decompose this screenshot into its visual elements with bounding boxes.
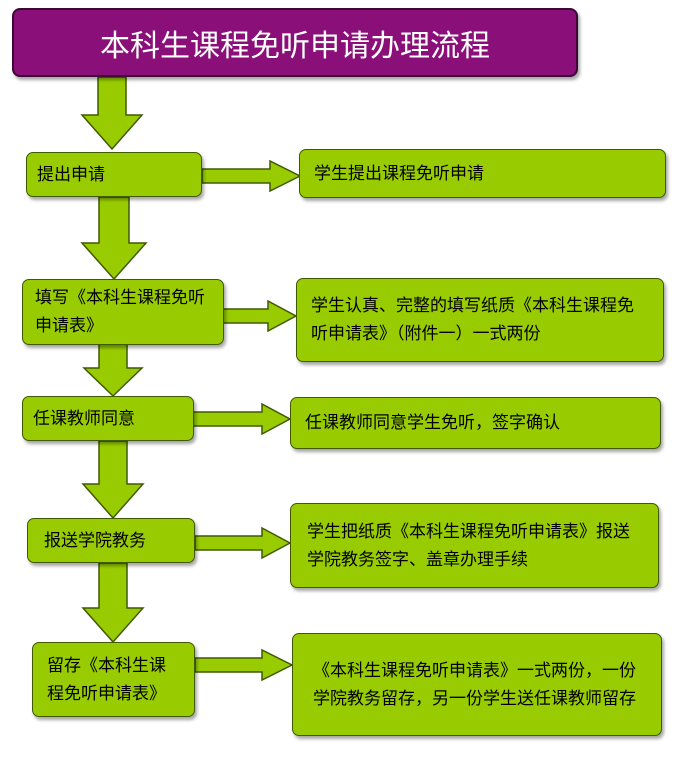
step-label-4: 报送学院教务 — [44, 530, 146, 551]
flowchart-title: 本科生课程免听申请办理流程 — [12, 8, 578, 77]
flowchart-title-text: 本科生课程免听申请办理流程 — [100, 28, 490, 64]
description-box-1: 学生提出课程免听申请 — [299, 149, 666, 198]
description-text-5: 《本科生课程免听申请表》一式两份，一份学院教务留存，另一份学生送任课教师留存 — [313, 660, 636, 709]
arrow-right-step4 — [194, 526, 292, 560]
description-box-4: 学生把纸质《本科生课程免听申请表》报送学院教务签字、盖章办理手续 — [290, 503, 659, 588]
step-label-5: 留存《本科生课程免听申请表》 — [47, 655, 166, 704]
description-text-2: 学生认真、完整的填写纸质《本科生课程免听申请表》（附件一）一式两份 — [311, 296, 634, 344]
step-box-4: 报送学院教务 — [27, 518, 195, 563]
step-label-2: 填写《本科生课程免听申请表》 — [35, 288, 205, 336]
arrow-right-step5 — [194, 648, 294, 682]
arrow-right-step1 — [201, 159, 302, 193]
arrow-down-step1-to-step2 — [80, 196, 148, 281]
description-text-1: 学生提出课程免听申请 — [314, 163, 484, 184]
arrow-right-step3 — [192, 402, 292, 436]
step-box-1: 提出申请 — [26, 152, 202, 197]
step-box-5: 留存《本科生课程免听申请表》 — [32, 642, 195, 717]
description-box-3: 任课教师同意学生免听，签字确认 — [290, 397, 661, 449]
step-box-2: 填写《本科生课程免听申请表》 — [22, 279, 224, 345]
description-box-5: 《本科生课程免听申请表》一式两份，一份学院教务留存，另一份学生送任课教师留存 — [292, 633, 662, 736]
step-label-1: 提出申请 — [37, 164, 105, 185]
arrow-down-step2-to-step3 — [82, 343, 144, 398]
arrow-down-title-to-step1 — [80, 76, 144, 151]
description-box-2: 学生认真、完整的填写纸质《本科生课程免听申请表》（附件一）一式两份 — [296, 278, 664, 362]
step-box-3: 任课教师同意 — [22, 396, 194, 441]
description-text-3: 任课教师同意学生免听，签字确认 — [305, 413, 560, 433]
description-text-4: 学生把纸质《本科生课程免听申请表》报送学院教务签字、盖章办理手续 — [307, 521, 630, 570]
step-label-3: 任课教师同意 — [33, 408, 135, 429]
arrow-down-step4-to-step5 — [81, 562, 145, 644]
arrow-right-step2 — [222, 299, 298, 333]
arrow-down-step3-to-step4 — [81, 440, 145, 520]
